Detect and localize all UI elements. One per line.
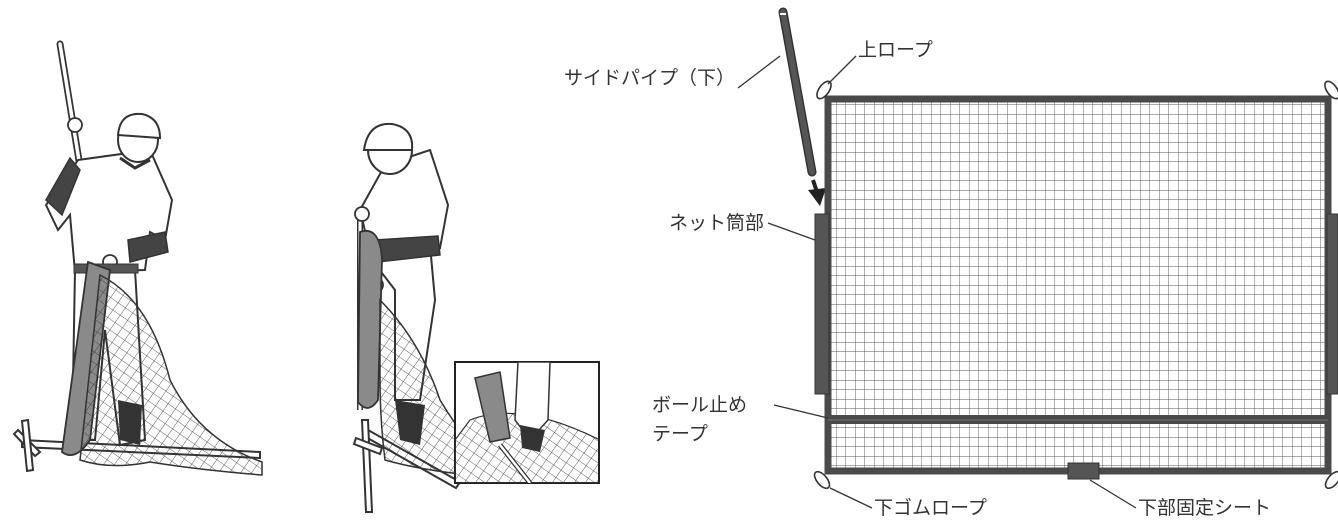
net-frame-diagram xyxy=(778,7,1338,490)
net-sleeve-left xyxy=(814,213,830,395)
label-bottom-rubber-rope: 下ゴムロープ xyxy=(874,497,987,519)
bottom-fixing-sheet xyxy=(1067,462,1100,480)
worker-figure-left xyxy=(12,40,263,476)
net-sleeve-right xyxy=(1326,213,1338,395)
callout-top-rope: 上ロープ xyxy=(827,39,933,85)
callout-side-pipe: サイドパイプ（下） xyxy=(564,55,781,89)
label-ball-stop-tape-1: ボール止め xyxy=(652,394,747,416)
label-net-sleeve: ネット筒部 xyxy=(669,212,764,234)
label-bottom-fixing-sheet: 下部固定シート xyxy=(1138,497,1271,519)
label-side-pipe: サイドパイプ（下） xyxy=(564,67,735,89)
callout-bottom-fixing-sheet: 下部固定シート xyxy=(1089,479,1271,519)
label-ball-stop-tape-2: テープ xyxy=(652,423,708,445)
side-pipe-icon xyxy=(778,7,817,177)
arrow-down-icon xyxy=(808,179,826,206)
worker-figure-middle xyxy=(352,122,502,513)
callout-ball-stop-tape: ボール止め テープ xyxy=(652,394,829,445)
net-mesh xyxy=(830,101,1326,469)
inset-detail xyxy=(454,361,600,484)
callout-bottom-rubber-rope: 下ゴムロープ xyxy=(829,487,987,519)
label-top-rope: 上ロープ xyxy=(858,39,933,61)
callout-net-sleeve: ネット筒部 xyxy=(669,212,816,241)
